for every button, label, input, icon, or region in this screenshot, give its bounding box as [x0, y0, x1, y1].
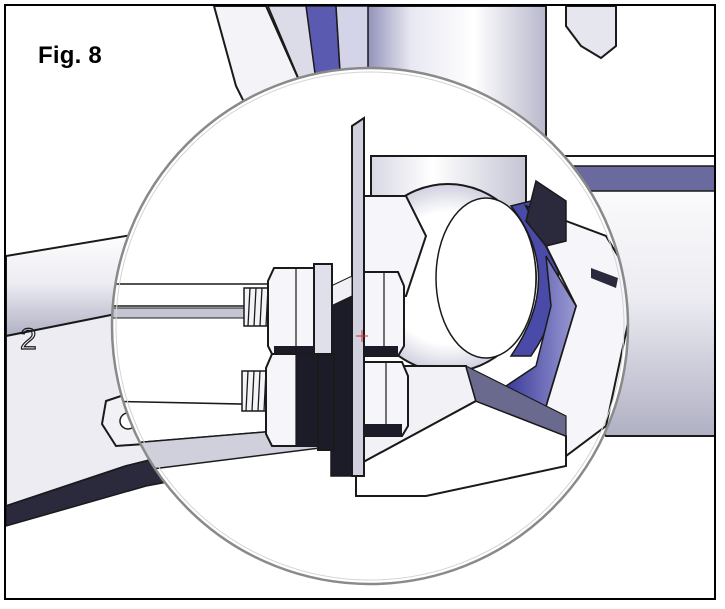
- magnifier-circle-icon: [110, 66, 630, 586]
- technical-illustration: 2: [6, 6, 714, 586]
- center-mark: [356, 330, 368, 342]
- lower-hex-nut-right: [363, 361, 409, 437]
- figure-frame: 2: [4, 4, 716, 600]
- upper-hex-nut-right: [363, 271, 405, 357]
- magnified-detail: [112, 68, 628, 584]
- figure-caption: Fig. 8: [38, 42, 102, 69]
- lower-washer: [317, 353, 335, 451]
- vertical-plate: [351, 116, 365, 477]
- part-marking: 2: [20, 323, 37, 356]
- lower-hex-nut-left: [265, 353, 325, 447]
- upper-washer: [313, 263, 333, 365]
